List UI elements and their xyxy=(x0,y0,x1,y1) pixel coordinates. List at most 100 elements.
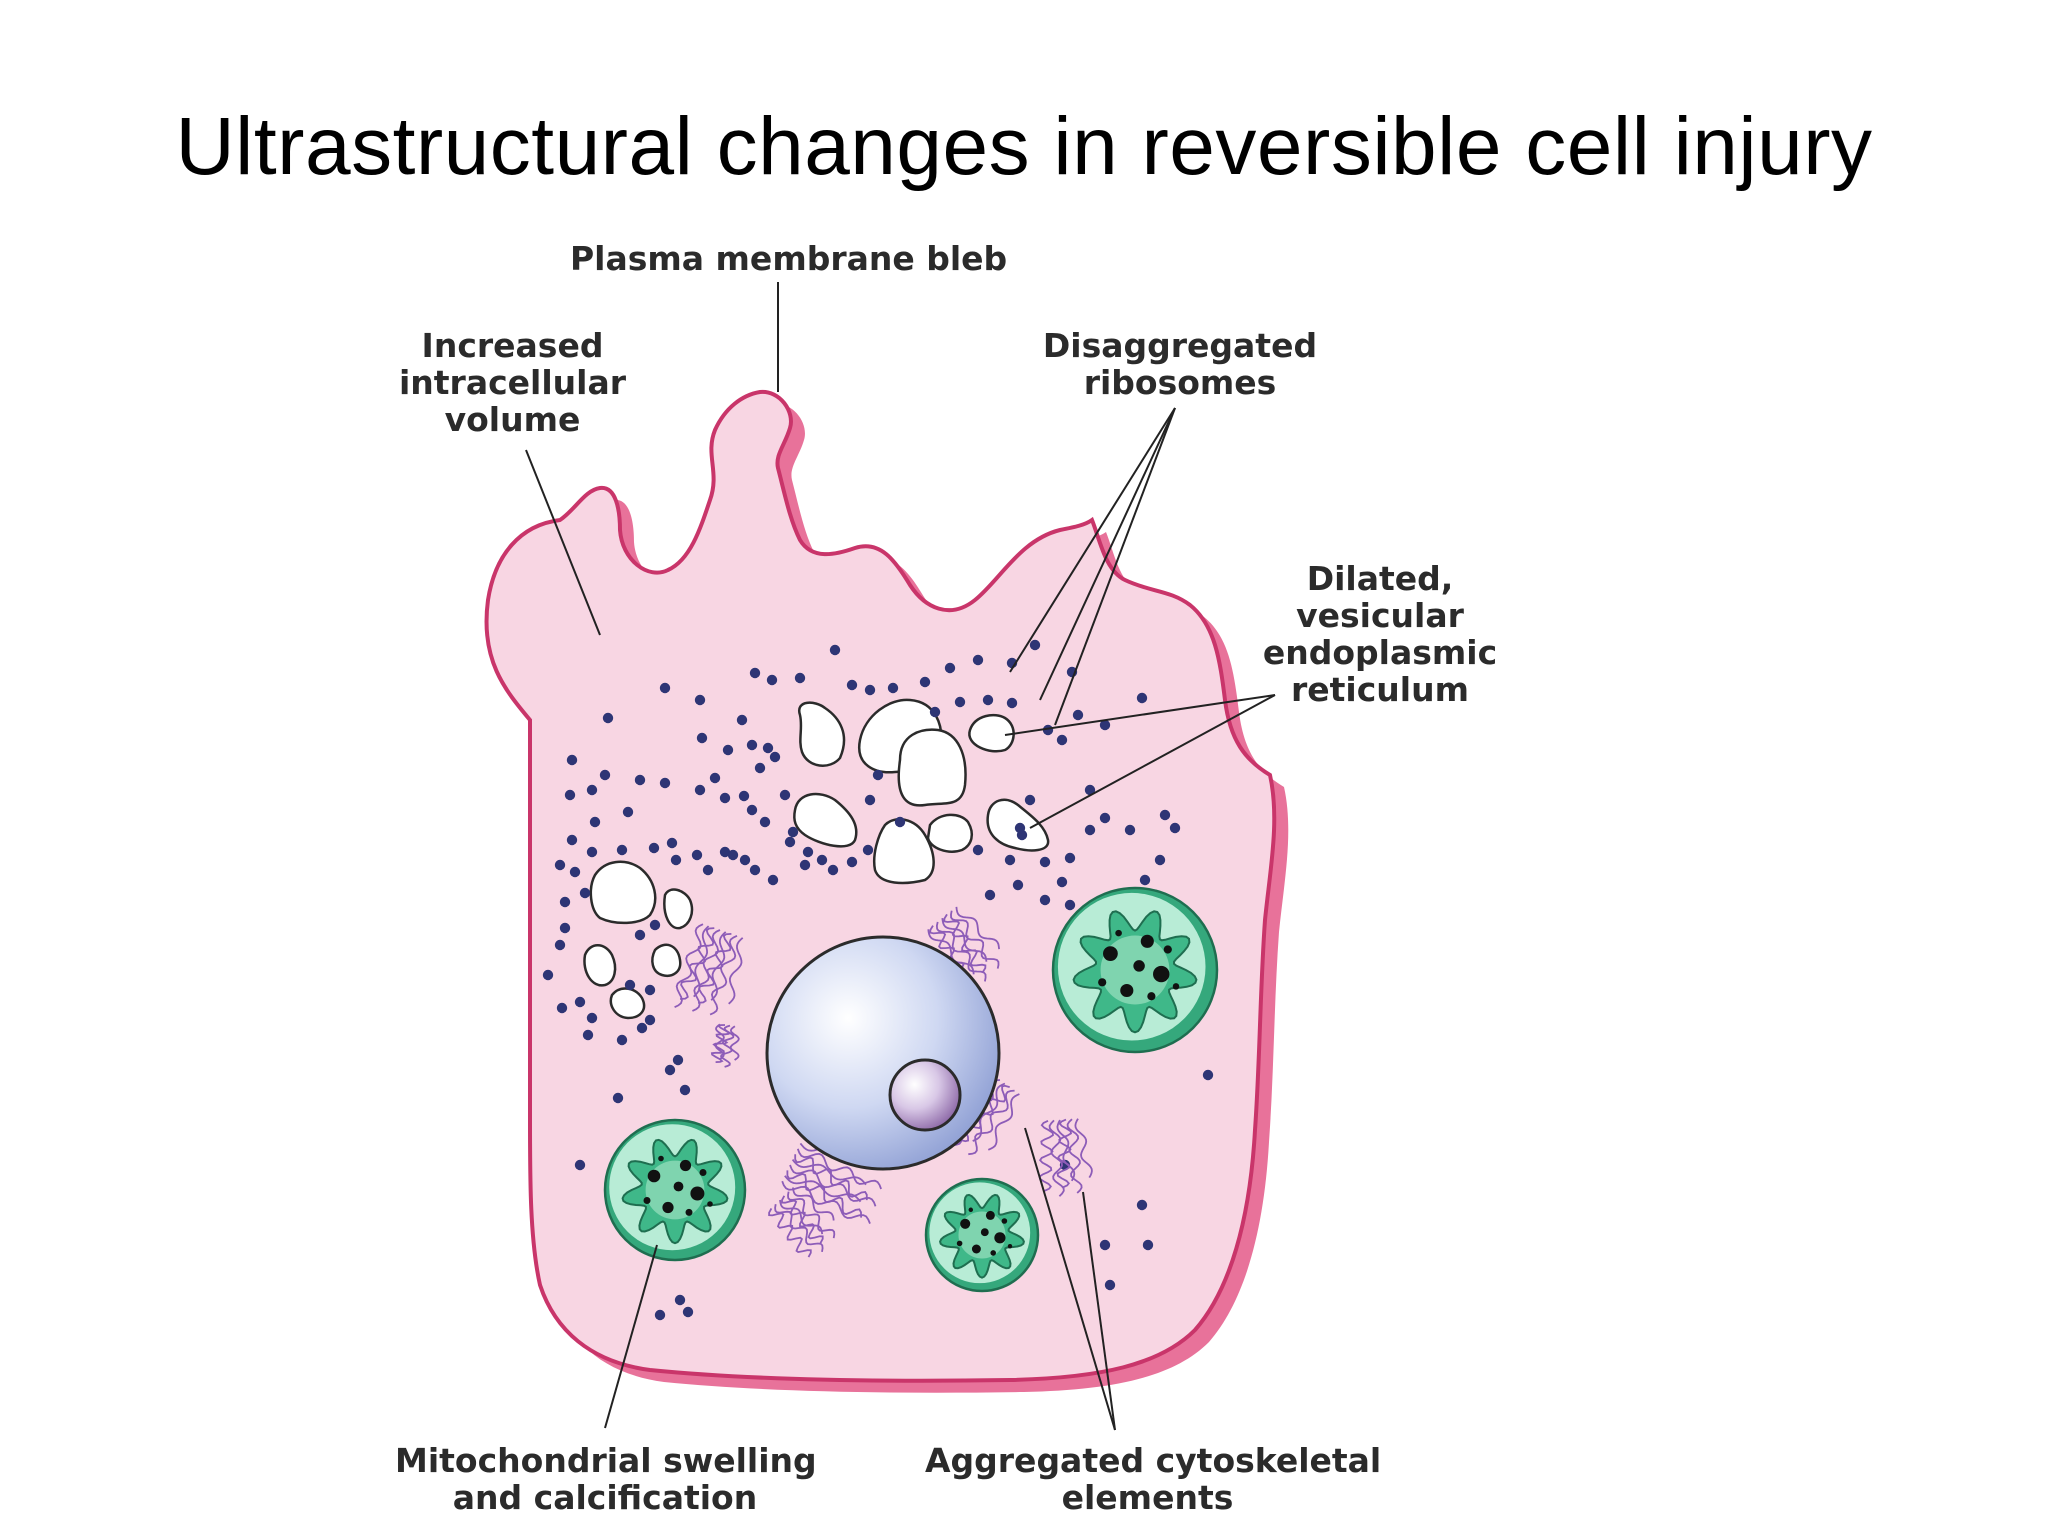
ribosome-dot xyxy=(1136,692,1148,704)
label-er-line-4: reticulum xyxy=(1291,670,1469,709)
ribosome-dot xyxy=(862,844,874,856)
ribosome-dot xyxy=(1039,894,1051,906)
ribosome-dot xyxy=(569,866,581,878)
ribosome-dot xyxy=(574,996,586,1008)
ribosome-dot xyxy=(622,806,634,818)
slide-title: Ultrastructural changes in reversible ce… xyxy=(175,101,1873,192)
ribosome-dot xyxy=(1124,824,1136,836)
ribosome-dot xyxy=(654,1309,666,1321)
nucleolus xyxy=(888,1058,962,1132)
ribosome-dot xyxy=(582,1029,594,1041)
ribosome-dot xyxy=(1099,812,1111,824)
ribosome-dot xyxy=(754,762,766,774)
ribosome-dot xyxy=(1099,719,1111,731)
cytoskeletal-filament xyxy=(710,931,727,1001)
ribosome-dot xyxy=(739,854,751,866)
cytoskeletal-filament xyxy=(955,906,1000,950)
ribosome-dot xyxy=(586,1012,598,1024)
ribosome-dot xyxy=(644,984,656,996)
cytoskeletal-filament xyxy=(791,1159,867,1186)
ribosome-dot xyxy=(872,769,884,781)
ribosome-dot xyxy=(1139,874,1151,886)
ribosome-dot xyxy=(864,794,876,806)
ribosome-dot xyxy=(1099,1239,1111,1251)
label-ribosomes-line-2: ribosomes xyxy=(1083,363,1277,402)
label-er-line-3: endoplasmic xyxy=(1262,633,1498,672)
ribosome-dot xyxy=(709,772,721,784)
cytoskeletal-filament xyxy=(927,929,975,975)
label-disaggregated-ribosomes: Disaggregated ribosomes xyxy=(1035,327,1325,401)
ribosome-dot xyxy=(1056,876,1068,888)
cytoskeletal-filament xyxy=(796,1148,882,1190)
leader-lines xyxy=(525,282,1276,1431)
ribosome-dot xyxy=(1014,822,1026,834)
ribosome-dot xyxy=(1169,822,1181,834)
ribosome-dot xyxy=(1142,1239,1154,1251)
ribosome-dot xyxy=(1064,899,1076,911)
ribosome-dot xyxy=(887,682,899,694)
ribosome-dot xyxy=(702,864,714,876)
cytoskeletal-filament xyxy=(1066,1118,1083,1194)
cytoskeletal-filament xyxy=(680,927,715,1000)
ribosome-dot xyxy=(919,676,931,688)
mitochondrion xyxy=(924,1177,1040,1293)
ribosome-dot xyxy=(672,1054,684,1066)
ribosome-dot xyxy=(696,732,708,744)
label-mito-line-2: and calcification xyxy=(452,1478,758,1517)
ribosome-dot xyxy=(679,1084,691,1096)
ribosome-dot xyxy=(1136,1199,1148,1211)
ribosome-dot xyxy=(816,854,828,866)
ribosome-dot xyxy=(829,644,841,656)
label-cyto-line-2: elements xyxy=(1061,1478,1234,1517)
ribosome-dot xyxy=(982,694,994,706)
ribosome-dot xyxy=(694,784,706,796)
ribosome-dot xyxy=(586,784,598,796)
ribosome-dot xyxy=(749,864,761,876)
cytoskeletal-filament xyxy=(1074,1118,1093,1179)
cytoskeletal-filament xyxy=(968,1089,1015,1156)
ribosome-dot xyxy=(616,1034,628,1046)
ribosome-dot xyxy=(666,837,678,849)
ribosome-dot xyxy=(644,1014,656,1026)
ribosome-dot xyxy=(767,874,779,886)
ribosome-dot xyxy=(1029,639,1041,651)
cytoskeletal-filament xyxy=(794,1154,868,1201)
cytoskeletal-filament xyxy=(987,1093,1020,1151)
label-mito-line-1: Mitochondrial swelling xyxy=(395,1441,817,1480)
ribosome-dot xyxy=(736,714,748,726)
ribosome-dot xyxy=(954,696,966,708)
cytoskeletal-filament xyxy=(768,1207,812,1258)
ribosome-dot xyxy=(929,706,941,718)
cytoskeletal-filament xyxy=(710,1024,730,1063)
ribosome-dot xyxy=(574,1159,586,1171)
cytoskeletal-filament xyxy=(693,925,710,998)
label-increased-volume: Increased intracellular volume xyxy=(390,327,635,438)
ribosome-dot xyxy=(674,1294,686,1306)
ribosome-dot xyxy=(659,777,671,789)
ribosome-dot xyxy=(1012,879,1024,891)
ribosome-dot xyxy=(691,849,703,861)
ribosome-dot xyxy=(972,844,984,856)
ribosome-dot xyxy=(799,859,811,871)
ribosome-dot xyxy=(542,969,554,981)
cytoskeletal-filament xyxy=(950,910,1000,969)
ribosome-dot xyxy=(738,790,750,802)
cytoskeletal-filament xyxy=(774,1204,824,1253)
ribosome-dot xyxy=(1072,709,1084,721)
ribosome-dot xyxy=(727,849,739,861)
ribosome-dot xyxy=(694,694,706,706)
ribosome-dot xyxy=(634,774,646,786)
ribosome-dot xyxy=(719,846,731,858)
ribosome-dot xyxy=(602,712,614,724)
cytoskeletal-filament xyxy=(781,1180,871,1224)
cytoskeletal-filament xyxy=(789,1164,877,1207)
ribosome-dot xyxy=(1159,809,1171,821)
ribosome-dot xyxy=(648,842,660,854)
cytoskeletal-filament xyxy=(787,1191,836,1239)
ribosome-dot xyxy=(554,939,566,951)
nucleus xyxy=(765,935,1001,1171)
cytoskeletal-filament xyxy=(941,917,988,962)
cytoskeletal-filament xyxy=(709,934,738,1016)
mitochondria xyxy=(603,886,1219,1293)
label-cyto-line-1: Aggregated cytoskeletal xyxy=(925,1441,1382,1480)
